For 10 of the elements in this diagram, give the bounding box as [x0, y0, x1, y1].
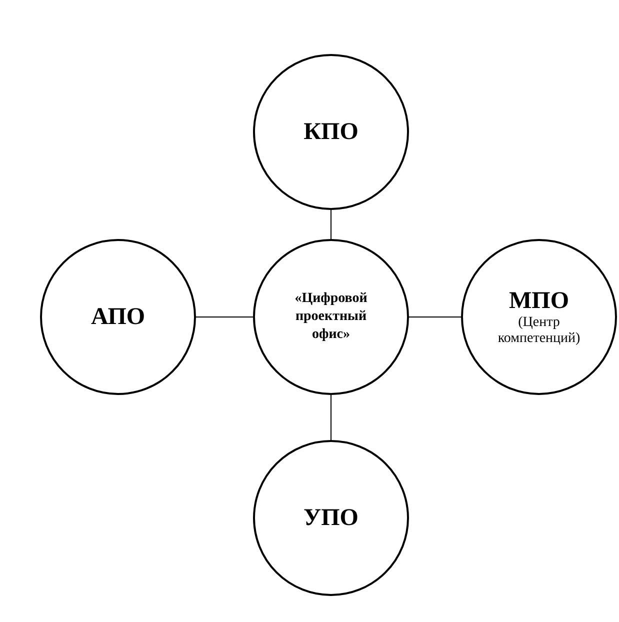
- node-title: АПО: [90, 304, 146, 330]
- connector-line: [330, 394, 332, 440]
- connector-line: [196, 316, 254, 318]
- connector-line: [330, 210, 332, 240]
- node-subtitle: (Центр компетенций): [496, 315, 582, 346]
- node-title: УПО: [304, 504, 358, 532]
- node-title: МПО: [509, 288, 569, 316]
- node-title: КПО: [304, 118, 358, 146]
- connector-line: [408, 316, 462, 318]
- node-title: «Цифровой проектный офис»: [294, 290, 368, 344]
